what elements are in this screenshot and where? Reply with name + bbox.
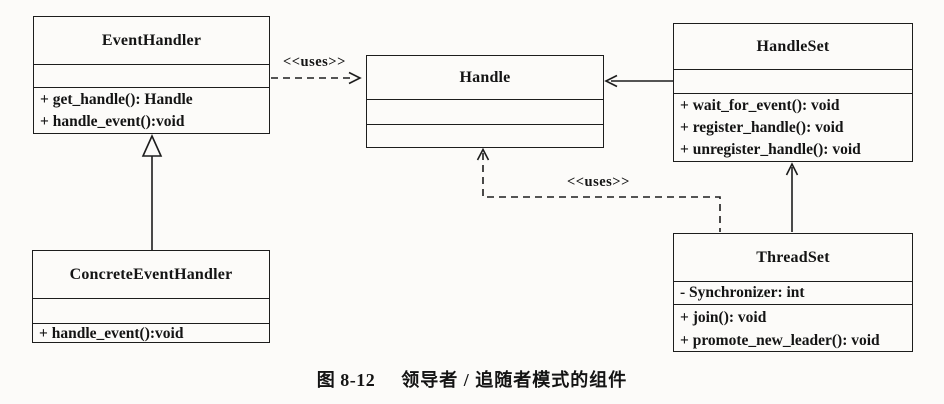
class-methods-eventhandler: + get_handle(): Handle + handle_event():…	[34, 87, 269, 133]
class-methods-concreteeventhandler: + handle_event():void	[33, 323, 269, 342]
uses-stereotype-label-top: <<uses>>	[283, 54, 346, 70]
method-get-handle: + get_handle(): Handle	[40, 91, 193, 108]
class-methods-handle	[367, 124, 603, 147]
class-title-threadset: ThreadSet	[756, 248, 830, 266]
class-title-eventhandler: EventHandler	[101, 31, 202, 49]
method-promote-new-leader: + promote_new_leader(): void	[680, 332, 880, 349]
method-handle-event: + handle_event():void	[40, 113, 185, 130]
class-box-handle: Handle	[366, 55, 604, 148]
uses-stereotype-label-bottom: <<uses>>	[567, 174, 630, 190]
attribute-synchronizer: - Synchronizer: int	[680, 284, 805, 301]
class-title-concreteeventhandler: ConcreteEventHandler	[69, 265, 233, 283]
class-methods-handleset: + wait_for_event(): void + register_hand…	[674, 93, 912, 161]
class-title-handleset: HandleSet	[756, 37, 830, 55]
class-methods-threadset: + join(): void + promote_new_leader(): v…	[674, 304, 912, 351]
class-attributes-handle	[367, 99, 603, 124]
arrowhead-left-icon	[604, 74, 618, 88]
arrowhead-right-icon	[348, 71, 362, 85]
class-attributes-handleset	[674, 69, 912, 93]
figure-caption: 图 8-12 领导者 / 追随者模式的组件	[0, 366, 944, 392]
class-title-handle: Handle	[459, 68, 511, 86]
class-attributes-threadset: - Synchronizer: int	[674, 281, 912, 304]
class-box-handleset: HandleSet + wait_for_event(): void + reg…	[673, 23, 913, 162]
class-box-concreteeventhandler: ConcreteEventHandler + handle_event():vo…	[32, 250, 270, 343]
method-join: + join(): void	[680, 309, 767, 326]
figure-number: 图 8-12	[316, 370, 376, 390]
method-wait-for-event: + wait_for_event(): void	[680, 97, 840, 114]
dependency-line-threadset-handle	[482, 153, 721, 232]
arrowhead-up-icon	[785, 162, 799, 176]
method-unregister-handle: + unregister_handle(): void	[680, 141, 861, 158]
hollow-triangle-icon	[141, 134, 163, 157]
class-box-eventhandler: EventHandler + get_handle(): Handle + ha…	[33, 16, 270, 134]
class-attributes-concreteeventhandler	[33, 298, 269, 323]
method-register-handle: + register_handle(): void	[680, 119, 844, 136]
arrowhead-up-icon	[476, 147, 490, 161]
class-box-threadset: ThreadSet - Synchronizer: int + join(): …	[673, 233, 913, 352]
method-handle-event: + handle_event():void	[39, 325, 184, 342]
figure-caption-text: 领导者 / 追随者模式的组件	[401, 370, 628, 390]
class-attributes-eventhandler	[34, 64, 269, 87]
